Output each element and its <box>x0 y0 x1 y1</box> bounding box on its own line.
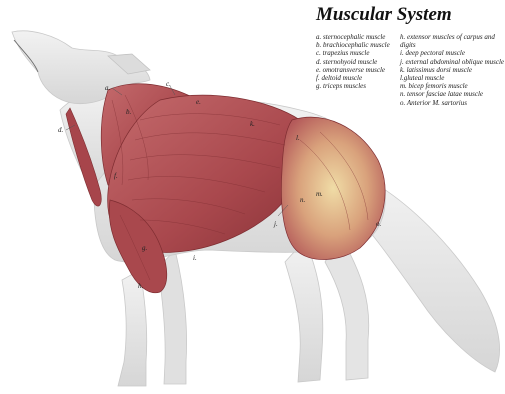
label-n: n. <box>300 196 305 204</box>
legend-item: i. deep pectoral muscle <box>400 49 504 57</box>
legend-item: c. trapezius muscle <box>316 49 390 57</box>
label-c: c. <box>166 80 171 88</box>
legend-item: k. latissimus dorsi muscle <box>400 66 504 74</box>
label-o: o. <box>376 220 381 228</box>
legend-item: b. brachiocephalic muscle <box>316 41 390 49</box>
legend-item: d. sternohyoid muscle <box>316 58 390 66</box>
label-g: g. <box>142 244 147 252</box>
label-h: h. <box>138 282 143 290</box>
label-d: d. <box>58 126 63 134</box>
legend-item: m. bicep femoris muscle <box>400 82 504 90</box>
legend-item: e. omotransverse muscle <box>316 66 390 74</box>
legend-right: h. extensor muscles of carpus and digits… <box>400 33 504 107</box>
legend-item: l.gluteal muscle <box>400 74 504 82</box>
label-j: j. <box>274 220 278 228</box>
legend-item: a. sternocephalic muscle <box>316 33 390 41</box>
legend-item: f. deltoid muscle <box>316 74 390 82</box>
figure-title: Muscular System <box>316 4 452 26</box>
label-k: k. <box>250 120 255 128</box>
label-f: f. <box>114 172 118 180</box>
legend-item: digits <box>400 41 504 49</box>
legend-left: a. sternocephalic muscle b. brachiocepha… <box>316 33 390 90</box>
legend-item: o. Anterior M. sartorius <box>400 99 504 107</box>
wolf-hind-leg-back <box>285 240 323 382</box>
label-a: a. <box>105 84 110 92</box>
label-e: e. <box>196 98 201 106</box>
label-i: i. <box>193 254 197 262</box>
label-b: b. <box>126 108 131 116</box>
legend-item: j. external abdominal oblique muscle <box>400 58 504 66</box>
legend-item: n. tensor fasciae latae muscle <box>400 90 504 98</box>
label-l: l. <box>296 134 300 142</box>
label-m: m. <box>316 190 323 198</box>
legend-item: g. triceps muscles <box>316 82 390 90</box>
legend-item: h. extensor muscles of carpus and <box>400 33 504 41</box>
